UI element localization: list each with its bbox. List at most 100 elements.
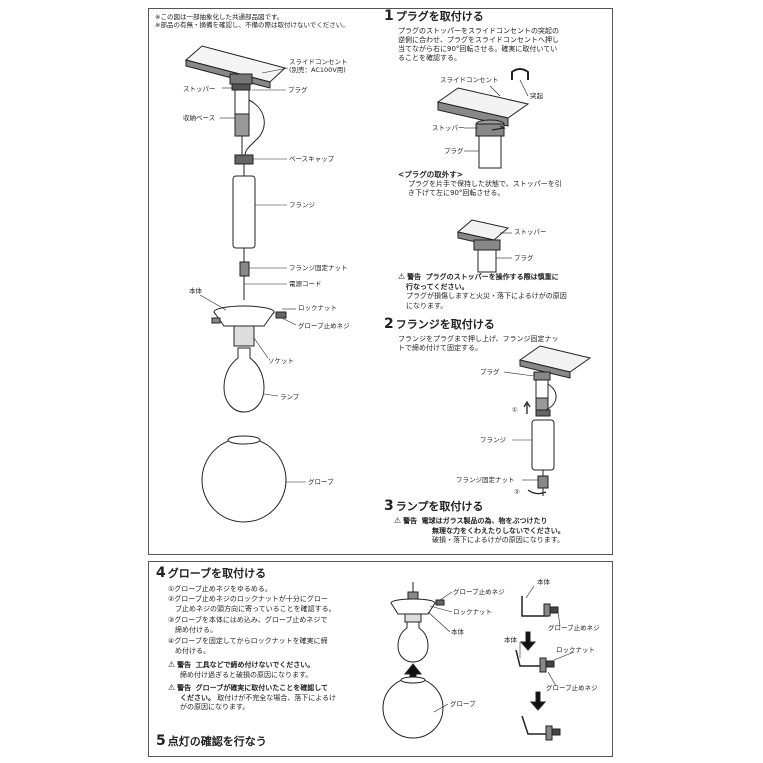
- label-base-cap: ベースキャップ: [289, 155, 335, 163]
- step1-remove-label-stopper: ストッパー: [514, 228, 547, 236]
- step4-item-2b: ブ止めネジの頭方向に寄っていることを確認する。: [168, 605, 336, 613]
- step1-warning-head: 警告: [407, 273, 422, 281]
- step3-warning: ⚠警告 電球はガラス製品の為、物をぶつけたり 無理な力をくわえたりしないでくださ…: [394, 516, 565, 546]
- step4-warning1-text: 締め付け過ぎると破損の原因になります。: [180, 670, 313, 679]
- step1-text-3: 当てながら右に90°回転させる。確実に取付いてい: [398, 45, 558, 53]
- step4-item-3b: 締め付ける。: [168, 626, 217, 634]
- label-globe: グローブ: [308, 478, 334, 486]
- step2-number: 2: [384, 316, 394, 332]
- step3-warning-bold-2: 無理な力をくわえたりしないでください。: [432, 526, 565, 535]
- step4-warning2-bold-1: グローブが確実に取付いたことを確認して: [195, 684, 328, 692]
- step3-title-text: ランプを取付ける: [395, 500, 484, 513]
- step2-text-1: フランジをプラグまで押し上げ、フランジ固定ナッ: [398, 335, 559, 343]
- step3-warning-head: 警告: [403, 517, 418, 525]
- step4-title-text: グローブを取付ける: [167, 567, 267, 580]
- step2-text-2: トで締め付けて固定する。: [398, 344, 482, 352]
- step2-label-flange: フランジ: [480, 436, 506, 444]
- step5-title-text: 点灯の確認を行なう: [167, 735, 267, 748]
- warning-icon: ⚠: [398, 272, 406, 281]
- step4-warning1-head: 警告: [177, 661, 192, 669]
- power-cord-loop: [244, 99, 265, 157]
- step3-number: 3: [384, 498, 394, 514]
- step1-warning-text-2: になります。: [406, 301, 448, 310]
- step4-item-2: ②グローブ止めネジのロックナットが十分にグロー: [168, 595, 328, 603]
- step4-label-lock-nut: ロックナット: [453, 608, 492, 616]
- step4-number: 4: [156, 565, 166, 581]
- label-storage-base: 収納ベース: [183, 114, 216, 122]
- label-globe-screw: グローブ止めネジ: [298, 322, 350, 330]
- note-line-2: ※部品の有無・摘備を確認し、不備の際は取付けないでください。: [155, 21, 349, 29]
- globe-screw-left: [211, 317, 221, 324]
- step4-item-3: ③グローブを本体にはめ込み、グローブ止めネジで: [168, 616, 328, 624]
- step4-warning-2: ⚠警告 グローブが確実に取付いたことを確認して ください。 取付けが不完全な場合…: [168, 683, 336, 713]
- label-lamp: ランプ: [280, 393, 300, 401]
- step4-detail-label-body-2: 本体: [504, 636, 517, 644]
- step1-label-plug: プラグ: [444, 147, 464, 155]
- label-stopper: ストッパー: [183, 85, 216, 93]
- step4-label-body: 本体: [451, 628, 464, 636]
- label-flange: フランジ: [289, 201, 315, 209]
- label-lock-nut: ロックナット: [298, 304, 337, 312]
- step1-label-slide-outlet: スライドコンセント: [440, 76, 499, 84]
- step3-warning-text-1: 破損・落下によるけがの原因になります。: [432, 536, 565, 544]
- step4-item-4: ④グローブを固定してからロックナットを確実に締: [168, 637, 328, 645]
- step1-warning: ⚠警告 プラグのストッパーを操作する際は慎重に 行なってください。 プラグが損傷…: [398, 272, 567, 311]
- step1-number: 1: [384, 8, 394, 24]
- label-socket: ソケット: [268, 357, 294, 365]
- step1-remove-text-1: プラグを片手で保持した状態で、ストッパーを引: [408, 180, 562, 188]
- step2-label-n2: ②: [514, 488, 520, 496]
- warning-icon: ⚠: [394, 516, 402, 525]
- step4-item-1: ①グローブ止めネジをゆるめる。: [168, 585, 272, 593]
- step4-warning-1: ⚠警告 工具などで締め付けないでください。 締め付け過ぎると破損の原因になります…: [168, 660, 314, 680]
- top-panel-frame: [148, 8, 613, 555]
- flange-nut: [239, 261, 250, 277]
- step4-label-globe: グローブ: [450, 700, 476, 708]
- step4-warning1-bold: 工具などで締め付けないでください。: [195, 661, 315, 669]
- step1-remove-title: <プラグの取外す>: [398, 170, 464, 179]
- step4-label-globe-screw: グローブ止めネジ: [453, 588, 505, 596]
- step1-remove-label-plug: プラグ: [514, 254, 534, 262]
- step4-item-4b: め付ける。: [168, 647, 210, 655]
- step1-label-stopper: ストッパー: [432, 124, 465, 132]
- step1-text-2: 逆側に合わせ、プラグをスライドコンセントへ押し: [398, 36, 559, 44]
- note-line-1: ※この図は一部抽象化した共通部品図です。: [155, 13, 284, 21]
- label-power-cord: 電源コード: [289, 280, 322, 288]
- lamp-bulb: [223, 347, 265, 413]
- step2-label-plug: プラグ: [480, 368, 500, 376]
- step1-warning-text-1: プラグが損傷しますと火災・落下によるけがの原因: [406, 292, 567, 300]
- bottom-panel-frame: [148, 561, 613, 757]
- step4-detail-label-locknut: ロックナット: [556, 646, 595, 654]
- step1-text-1: プラグのストッパーをスライドコンセントの突起の: [398, 27, 559, 35]
- step4-detail-label-body-1: 本体: [537, 578, 550, 586]
- step1-warning-bold-1: プラグのストッパーを操作する際は慎重に: [425, 273, 559, 281]
- label-slide-outlet: スライドコンセント: [289, 58, 348, 66]
- step2-title-text: フランジを取付ける: [395, 318, 495, 331]
- step1-warning-bold-2: 行なってください。: [406, 282, 469, 291]
- step4-detail-label-screw-2: グローブ止めネジ: [546, 684, 598, 692]
- step4-warning2-text-3: がの原因になります。: [180, 703, 250, 711]
- step2-label-flange-nut: フランジ固定ナット: [456, 476, 515, 484]
- warning-icon: ⚠: [168, 683, 176, 692]
- step1-title-text: プラグを取付ける: [395, 10, 484, 23]
- step4-warning2-head: 警告: [177, 684, 192, 692]
- label-body: 本体: [189, 287, 202, 295]
- warning-icon: ⚠: [168, 660, 176, 669]
- step4-warning2-bold-2: ください。: [180, 693, 215, 702]
- step1-remove-text-2: き下げて左に90°回転させる。: [408, 189, 505, 197]
- globe-screw-right: [275, 311, 287, 319]
- label-slide-outlet-sub: (別売：AC100V用): [289, 66, 346, 74]
- step1-label-protrusion: 突起: [530, 92, 543, 100]
- step4-warning2-text-2: 取付けが不完全な場合、落下によるけ: [217, 693, 337, 702]
- label-flange-nut: フランジ固定ナット: [289, 264, 348, 272]
- step5-number: 5: [156, 733, 166, 749]
